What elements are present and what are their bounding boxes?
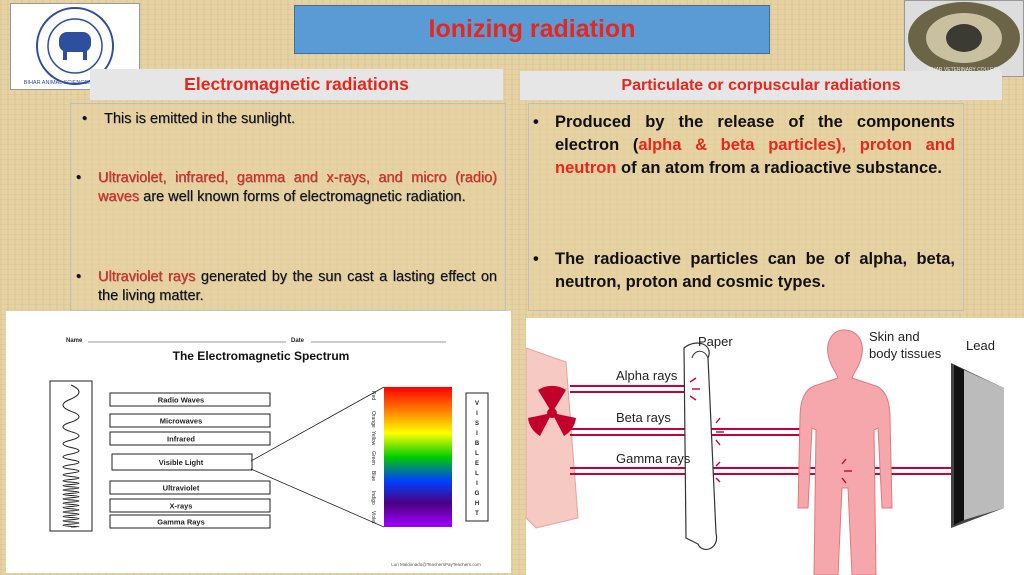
- wave-label-5: X-rays: [170, 502, 193, 511]
- university-logo: BIHAR ANIMAL SCIENCES UNIVERSITY: [10, 3, 140, 90]
- slide-title-box: Ionizing radiation: [294, 5, 770, 54]
- wave-label-0: Radio Waves: [158, 396, 204, 405]
- left-bullet-3-highlight: Ultraviolet rays: [98, 269, 196, 285]
- vertical-letter-9: G: [475, 491, 480, 497]
- wave-box-4: Ultraviolet: [109, 480, 271, 495]
- university-logo-text: BIHAR ANIMAL SCIENCES UNIVERSITY: [24, 80, 127, 86]
- left-bullet-3-text: generated by the sun cast a lasting effe…: [98, 269, 497, 304]
- paper-label: Paper: [698, 334, 733, 349]
- worksheet-name-label: Name: [66, 338, 83, 344]
- vertical-letter-11: T: [475, 511, 479, 517]
- vertical-letter-3: I: [476, 431, 478, 437]
- right-bullet-1-highlight: alpha & beta particles), proton and neut…: [555, 136, 955, 177]
- color-label-4: Blue: [370, 471, 376, 481]
- wave-box-1: Microwaves: [109, 413, 271, 428]
- wave-label-6: Gamma Rays: [157, 518, 205, 527]
- wave-box-3: Visible Light: [111, 453, 253, 471]
- skin-label: Skin and: [869, 329, 920, 344]
- paper-sheet: [683, 342, 718, 550]
- left-bullet-2-highlight: Ultraviolet, infrared, gamma and x-rays,…: [98, 170, 497, 205]
- human-body: [797, 329, 893, 575]
- wave-squiggle: [62, 384, 80, 528]
- wave-label-3: Visible Light: [159, 458, 204, 467]
- vertical-letter-7: L: [475, 471, 479, 477]
- right-text-panel: [528, 103, 964, 311]
- wave-box-5: X-rays: [109, 498, 271, 513]
- right-bullet-2-text: The radioactive particles can be of alph…: [555, 250, 955, 291]
- left-bullet-2: •Ultraviolet, infrared, gamma and x-rays…: [76, 170, 497, 205]
- color-label-2: Yellow: [370, 431, 376, 446]
- left-bullet-3: •Ultraviolet rays generated by the sun c…: [76, 269, 497, 304]
- vertical-letter-1: I: [476, 411, 478, 417]
- worksheet-footer: Lori Maldonado@TeachersPayTeachers.com: [391, 562, 481, 567]
- right-heading-text: Particulate or corpuscular radiations: [621, 76, 901, 94]
- vertical-letter-6: E: [475, 461, 479, 467]
- left-bullet-1: •This is emitted in the sunlight.: [82, 111, 296, 127]
- gamma-ray: [570, 467, 951, 475]
- lead-label: Lead: [966, 338, 995, 353]
- college-logo-text: BIHAR VETERINARY COLLEGE: [927, 67, 1001, 73]
- worksheet-date-label: Date: [291, 338, 305, 344]
- worksheet-title: The Electromagnetic Spectrum: [173, 349, 350, 363]
- beta-label: Beta rays: [616, 410, 671, 425]
- radiation-source: [526, 347, 579, 529]
- skin-label-2: body tissues: [869, 346, 942, 361]
- right-bullet-1-text-b: of an atom from a radioactive substance.: [616, 159, 942, 177]
- alpha-ray: [570, 385, 686, 393]
- vertical-letter-8: I: [476, 481, 478, 487]
- spectrum-worksheet-image: Name Date The Electromagnetic Spectrum R…: [6, 311, 511, 573]
- wave-label-4: Ultraviolet: [163, 484, 200, 493]
- vertical-letter-5: L: [475, 451, 479, 457]
- wave-box-6: Gamma Rays: [109, 514, 271, 529]
- left-heading-text: Electromagnetic radiations: [184, 74, 409, 94]
- wave-box-2: Infrared: [109, 431, 271, 446]
- right-bullet-1: •Produced by the release of the componen…: [533, 113, 955, 177]
- slide-title: Ionizing radiation: [428, 15, 636, 43]
- gamma-label: Gamma rays: [616, 451, 691, 466]
- color-label-0: Red: [370, 391, 376, 400]
- vertical-letter-0: V: [475, 401, 479, 407]
- penetration-diagram-image: Paper Skin and body tissues Lead Alpha r…: [526, 318, 1024, 575]
- color-label-1: Orange: [370, 411, 376, 428]
- alpha-label: Alpha rays: [616, 368, 678, 383]
- right-bullet-2: •The radioactive particles can be of alp…: [533, 250, 955, 291]
- left-heading: Electromagnetic radiations: [90, 69, 503, 100]
- vertical-letter-10: H: [475, 501, 479, 507]
- color-label-3: Green: [370, 451, 376, 465]
- color-label-6: Violet: [370, 511, 376, 524]
- left-bullet-1-text: This is emitted in the sunlight.: [104, 111, 296, 127]
- wave-box-0: Radio Waves: [109, 392, 271, 407]
- wave-label-1: Microwaves: [160, 417, 203, 426]
- left-bullet-2-text: are well known forms of electromagnetic …: [139, 189, 466, 205]
- right-heading: Particulate or corpuscular radiations: [520, 71, 1002, 100]
- right-bullet-1-text-a: Produced by the release of the component…: [555, 113, 955, 154]
- college-logo: BIHAR VETERINARY COLLEGE: [904, 0, 1024, 77]
- wave-label-2: Infrared: [167, 435, 195, 444]
- vertical-letter-4: B: [475, 441, 480, 447]
- color-label-5: Indigo: [370, 491, 376, 505]
- visible-spectrum-band: [384, 387, 452, 527]
- vertical-letter-2: S: [475, 421, 479, 427]
- left-text-panel: [70, 103, 506, 311]
